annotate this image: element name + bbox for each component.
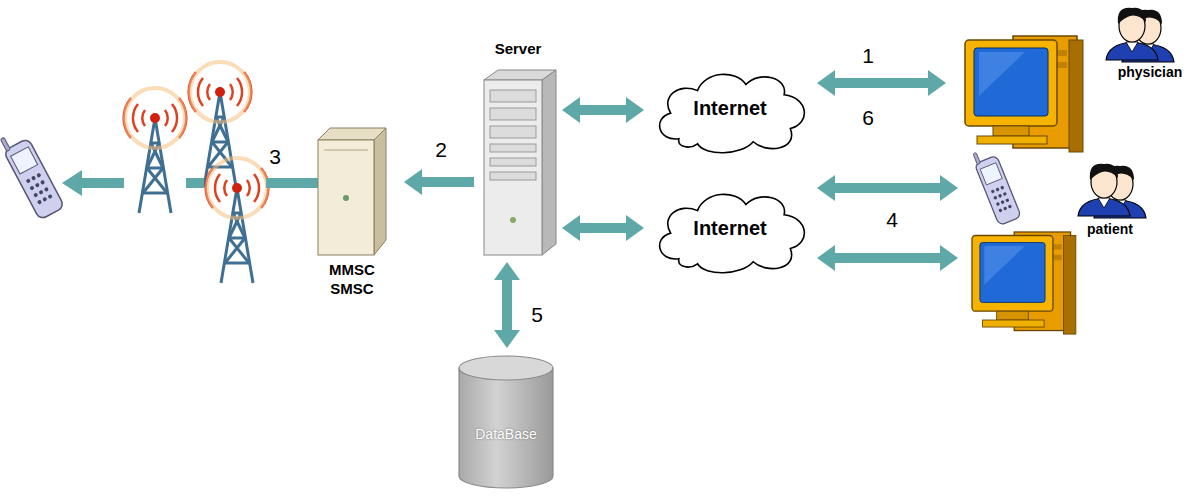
node-label: Internet — [693, 96, 766, 121]
arrowhead — [940, 175, 958, 201]
connector-arrow — [494, 262, 520, 348]
connector-arrow — [817, 175, 958, 201]
arrowhead — [928, 70, 946, 96]
arrowhead — [494, 330, 520, 348]
node-label: Server — [495, 40, 542, 59]
server-tower — [484, 70, 556, 255]
node-label: patient — [1087, 221, 1133, 239]
callout-number: 5 — [531, 303, 543, 327]
patient-node: patient — [962, 148, 1194, 336]
connector-shaft — [833, 78, 930, 88]
arrowhead — [817, 175, 835, 201]
arrowhead — [562, 97, 580, 123]
node-label: Internet — [693, 216, 766, 241]
connector-shaft — [833, 253, 942, 263]
arrowhead — [817, 70, 835, 96]
arrowhead — [626, 97, 644, 123]
internet-cloud: Internet — [648, 182, 813, 274]
connector-shaft — [502, 278, 512, 332]
physician-computer — [965, 36, 1083, 152]
callout-number: 6 — [862, 106, 874, 130]
arrowhead — [817, 245, 835, 271]
connector-arrow — [817, 245, 958, 271]
physician-node: physician — [950, 4, 1192, 154]
connector-arrow — [562, 97, 644, 123]
node-label: DataBase — [475, 426, 536, 444]
server-node: Server — [478, 40, 558, 258]
arrowhead — [494, 262, 520, 280]
cylinder-shape — [456, 352, 556, 494]
arrow-to-handset — [62, 170, 124, 196]
connector-shaft — [578, 105, 628, 115]
connector-arrow — [562, 215, 644, 241]
physician-icon — [1106, 8, 1174, 62]
node-label: MMSC SMSC — [322, 261, 382, 299]
gateway-box — [318, 128, 386, 255]
internet-cloud: Internet — [648, 62, 813, 154]
callout-number: 3 — [269, 145, 281, 169]
arrowhead — [404, 169, 422, 195]
arrowhead — [626, 215, 644, 241]
arrowhead — [940, 245, 958, 271]
connector-shaft — [833, 183, 942, 193]
handset-left — [0, 127, 65, 220]
connector-arrow — [817, 70, 946, 96]
gateway-node: MMSC SMSC — [305, 125, 400, 310]
patient-icon — [1078, 164, 1146, 218]
connector-arrow — [404, 169, 474, 195]
connector-shaft — [578, 223, 628, 233]
arrowhead — [562, 215, 580, 241]
callout-number: 4 — [886, 208, 898, 232]
connector-shaft — [420, 177, 474, 187]
database-cylinder: DataBase — [456, 352, 556, 494]
callout-number: 1 — [862, 44, 874, 68]
patient-handset — [971, 146, 1022, 226]
patient-computer — [972, 232, 1076, 334]
callout-number: 2 — [435, 138, 447, 162]
node-label: physician — [1118, 64, 1183, 82]
cell-towers — [124, 62, 318, 283]
